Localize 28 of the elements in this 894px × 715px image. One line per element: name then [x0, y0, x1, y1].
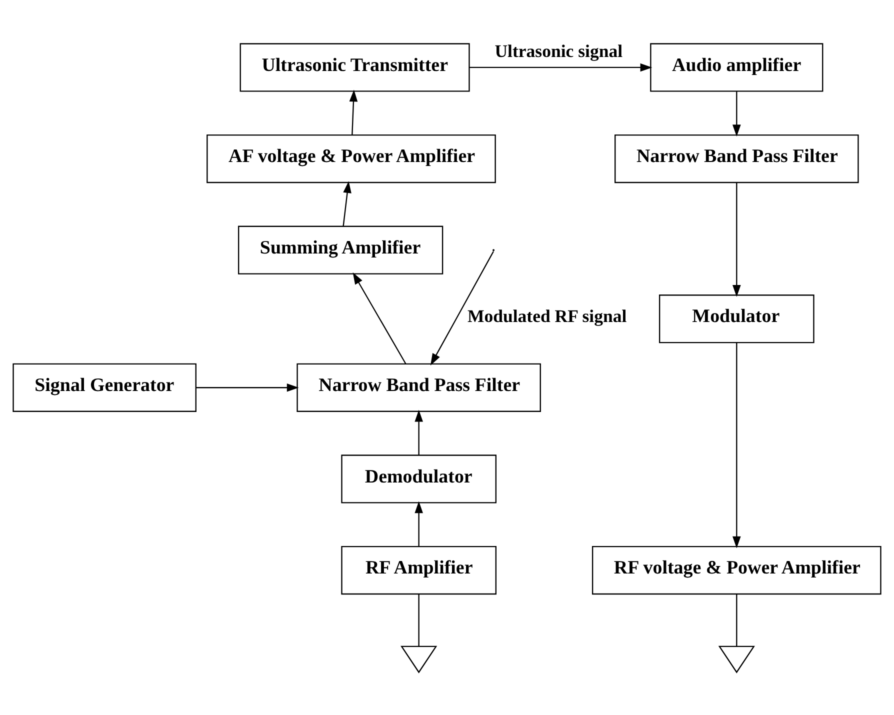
arrow: [469, 62, 652, 72]
node-box: Signal Generator: [12, 362, 196, 412]
connector: [418, 594, 420, 646]
arrow: [430, 250, 494, 365]
node-box: Demodulator: [341, 454, 496, 503]
arrow: [732, 342, 741, 548]
edge-label: Modulated RF signal: [467, 305, 627, 326]
arrow: [342, 180, 352, 226]
arrow: [414, 500, 423, 546]
arrow: [196, 382, 299, 392]
node-box: Ultrasonic Transmitter: [240, 42, 470, 92]
node-antenna: [400, 645, 438, 673]
node-antenna: [718, 645, 755, 673]
arrow: [349, 89, 358, 134]
node-box: RF Amplifier: [341, 545, 496, 594]
arrow: [732, 91, 741, 136]
node-box: Narrow Band Pass Filter: [296, 362, 541, 412]
connector: [736, 594, 738, 646]
arrow: [352, 272, 406, 364]
node-box: Summing Amplifier: [238, 225, 444, 274]
node-box: Modulator: [658, 294, 814, 343]
node-box: Audio amplifier: [650, 42, 824, 92]
arrow: [732, 182, 741, 296]
node-box: AF voltage & Power Amplifier: [206, 134, 496, 183]
arrow: [414, 409, 423, 454]
node-box: Narrow Band Pass Filter: [614, 134, 859, 183]
node-box: RF voltage & Power Amplifier: [592, 545, 882, 594]
edge-label: Ultrasonic signal: [494, 40, 623, 60]
